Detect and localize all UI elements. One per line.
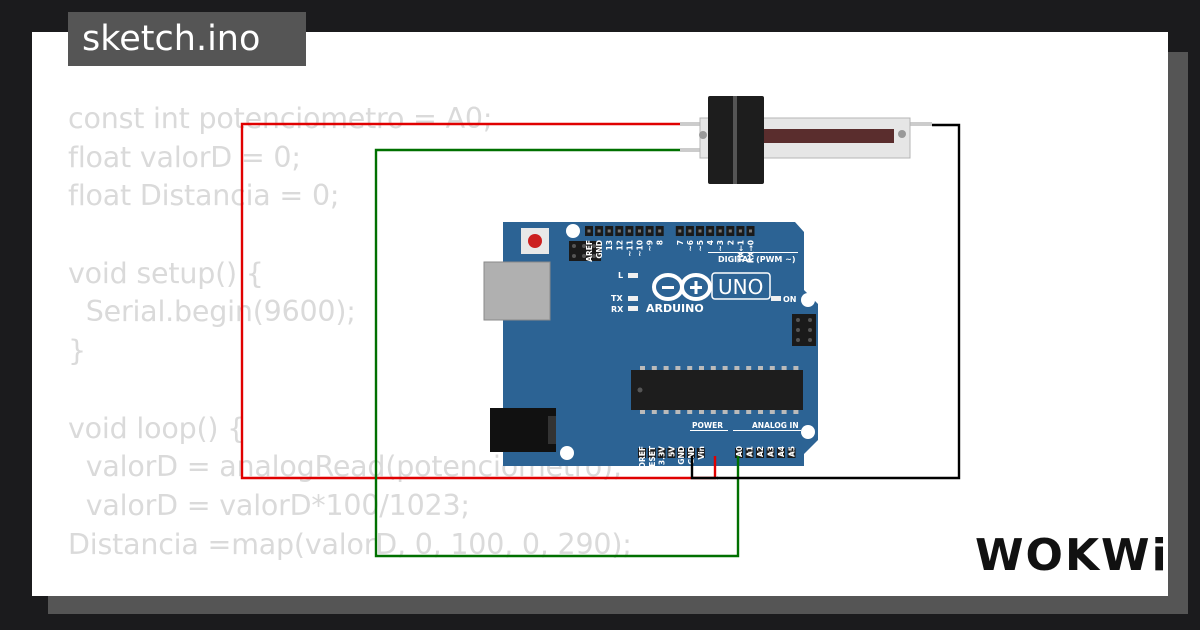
wokwi-logo: WOKWi [975, 530, 1169, 581]
pot-pin-gnd [906, 122, 932, 126]
usb-port [483, 261, 551, 321]
pin-label: 7 [676, 240, 685, 245]
pin-label: ~5 [696, 240, 705, 252]
pin-label: 2 [726, 240, 735, 245]
power-header-label: POWER [692, 421, 723, 430]
code-line: } [68, 334, 86, 368]
pin-label: ~9 [646, 240, 655, 252]
pot-pin-vcc [680, 122, 708, 126]
svg-text:RX: RX [611, 305, 624, 314]
pin-label: A1 [746, 446, 755, 457]
pin-label: ~3 [716, 240, 725, 252]
analog-header-label: ANALOG IN [752, 421, 799, 430]
svg-text:L: L [618, 271, 623, 280]
code-line: void loop() { [68, 411, 246, 445]
pin-label: GND [595, 240, 604, 259]
digital-header[interactable] [585, 226, 755, 236]
wire-gnd[interactable] [717, 123, 961, 480]
pot-pin-signal [680, 148, 708, 152]
slide-potentiometer[interactable] [680, 96, 932, 184]
pin-label: 4 [706, 240, 715, 245]
code-line: void setup() { [68, 256, 264, 290]
pin-label: A4 [777, 446, 786, 457]
pin-label: 3.3V [658, 446, 667, 465]
mount-hole [566, 224, 580, 238]
svg-text:TX: TX [611, 294, 623, 303]
svg-text:ON: ON [783, 295, 797, 304]
pin-label: ~10 [636, 240, 645, 257]
reset-button[interactable] [528, 234, 542, 248]
code-line: Serial.begin(9600); [68, 295, 356, 329]
pin-label: ~6 [686, 240, 695, 252]
analog-header[interactable] [735, 448, 796, 458]
mount-hole [801, 293, 815, 307]
pin-label: 12 [615, 240, 624, 250]
pin-label: RX→0 [747, 240, 756, 263]
power-header[interactable] [638, 448, 705, 458]
pin-label: TX←1 [736, 240, 745, 262]
pot-screw-right [898, 130, 906, 138]
code-line: float valorD = 0; [68, 140, 301, 174]
pin-label: A0 [735, 446, 744, 457]
mount-hole [560, 446, 574, 460]
pin-label: AREF [585, 240, 594, 262]
pot-knob-groove [733, 96, 737, 184]
pin-label: A2 [756, 446, 765, 457]
mount-hole [801, 425, 815, 439]
code-line: valorD = valorD*100/1023; [68, 488, 470, 522]
pin-label: GND [677, 446, 686, 465]
icsp-header-top [569, 241, 601, 261]
pot-track [760, 129, 894, 143]
pin-label: RESET [648, 445, 657, 472]
pin-label: A3 [767, 446, 776, 457]
pot-screw-left [699, 131, 707, 139]
power-jack [490, 408, 556, 452]
wire-signal[interactable] [374, 148, 740, 558]
pin-label: GND [687, 446, 696, 465]
code-line: const int potenciometro = A0; [68, 102, 493, 135]
wire-gnd-jumper[interactable] [690, 456, 718, 480]
pin-label: 8 [656, 240, 665, 245]
microcontroller-chip [631, 366, 803, 414]
pin-label: Vin [697, 446, 706, 460]
code-line: float Distancia = 0; [68, 179, 340, 213]
file-tab[interactable]: sketch.ino [68, 12, 306, 66]
pin-label: A5 [788, 446, 797, 457]
arduino-logo-text: ARDUINO [646, 302, 704, 315]
board-model: UNO [718, 275, 763, 299]
pin-label: ~11 [625, 240, 634, 257]
digital-header-label: DIGITAL (PWM ~) [718, 255, 796, 264]
icsp-header-right [792, 314, 816, 346]
status-leds: L TX RX ON [611, 271, 797, 314]
pin-label: 5V [667, 446, 676, 457]
arduino-logo: ARDUINO UNO [646, 272, 771, 315]
pin-label: 13 [605, 240, 614, 250]
pin-label: IOREF [638, 446, 647, 471]
wire-vcc[interactable] [240, 122, 717, 480]
